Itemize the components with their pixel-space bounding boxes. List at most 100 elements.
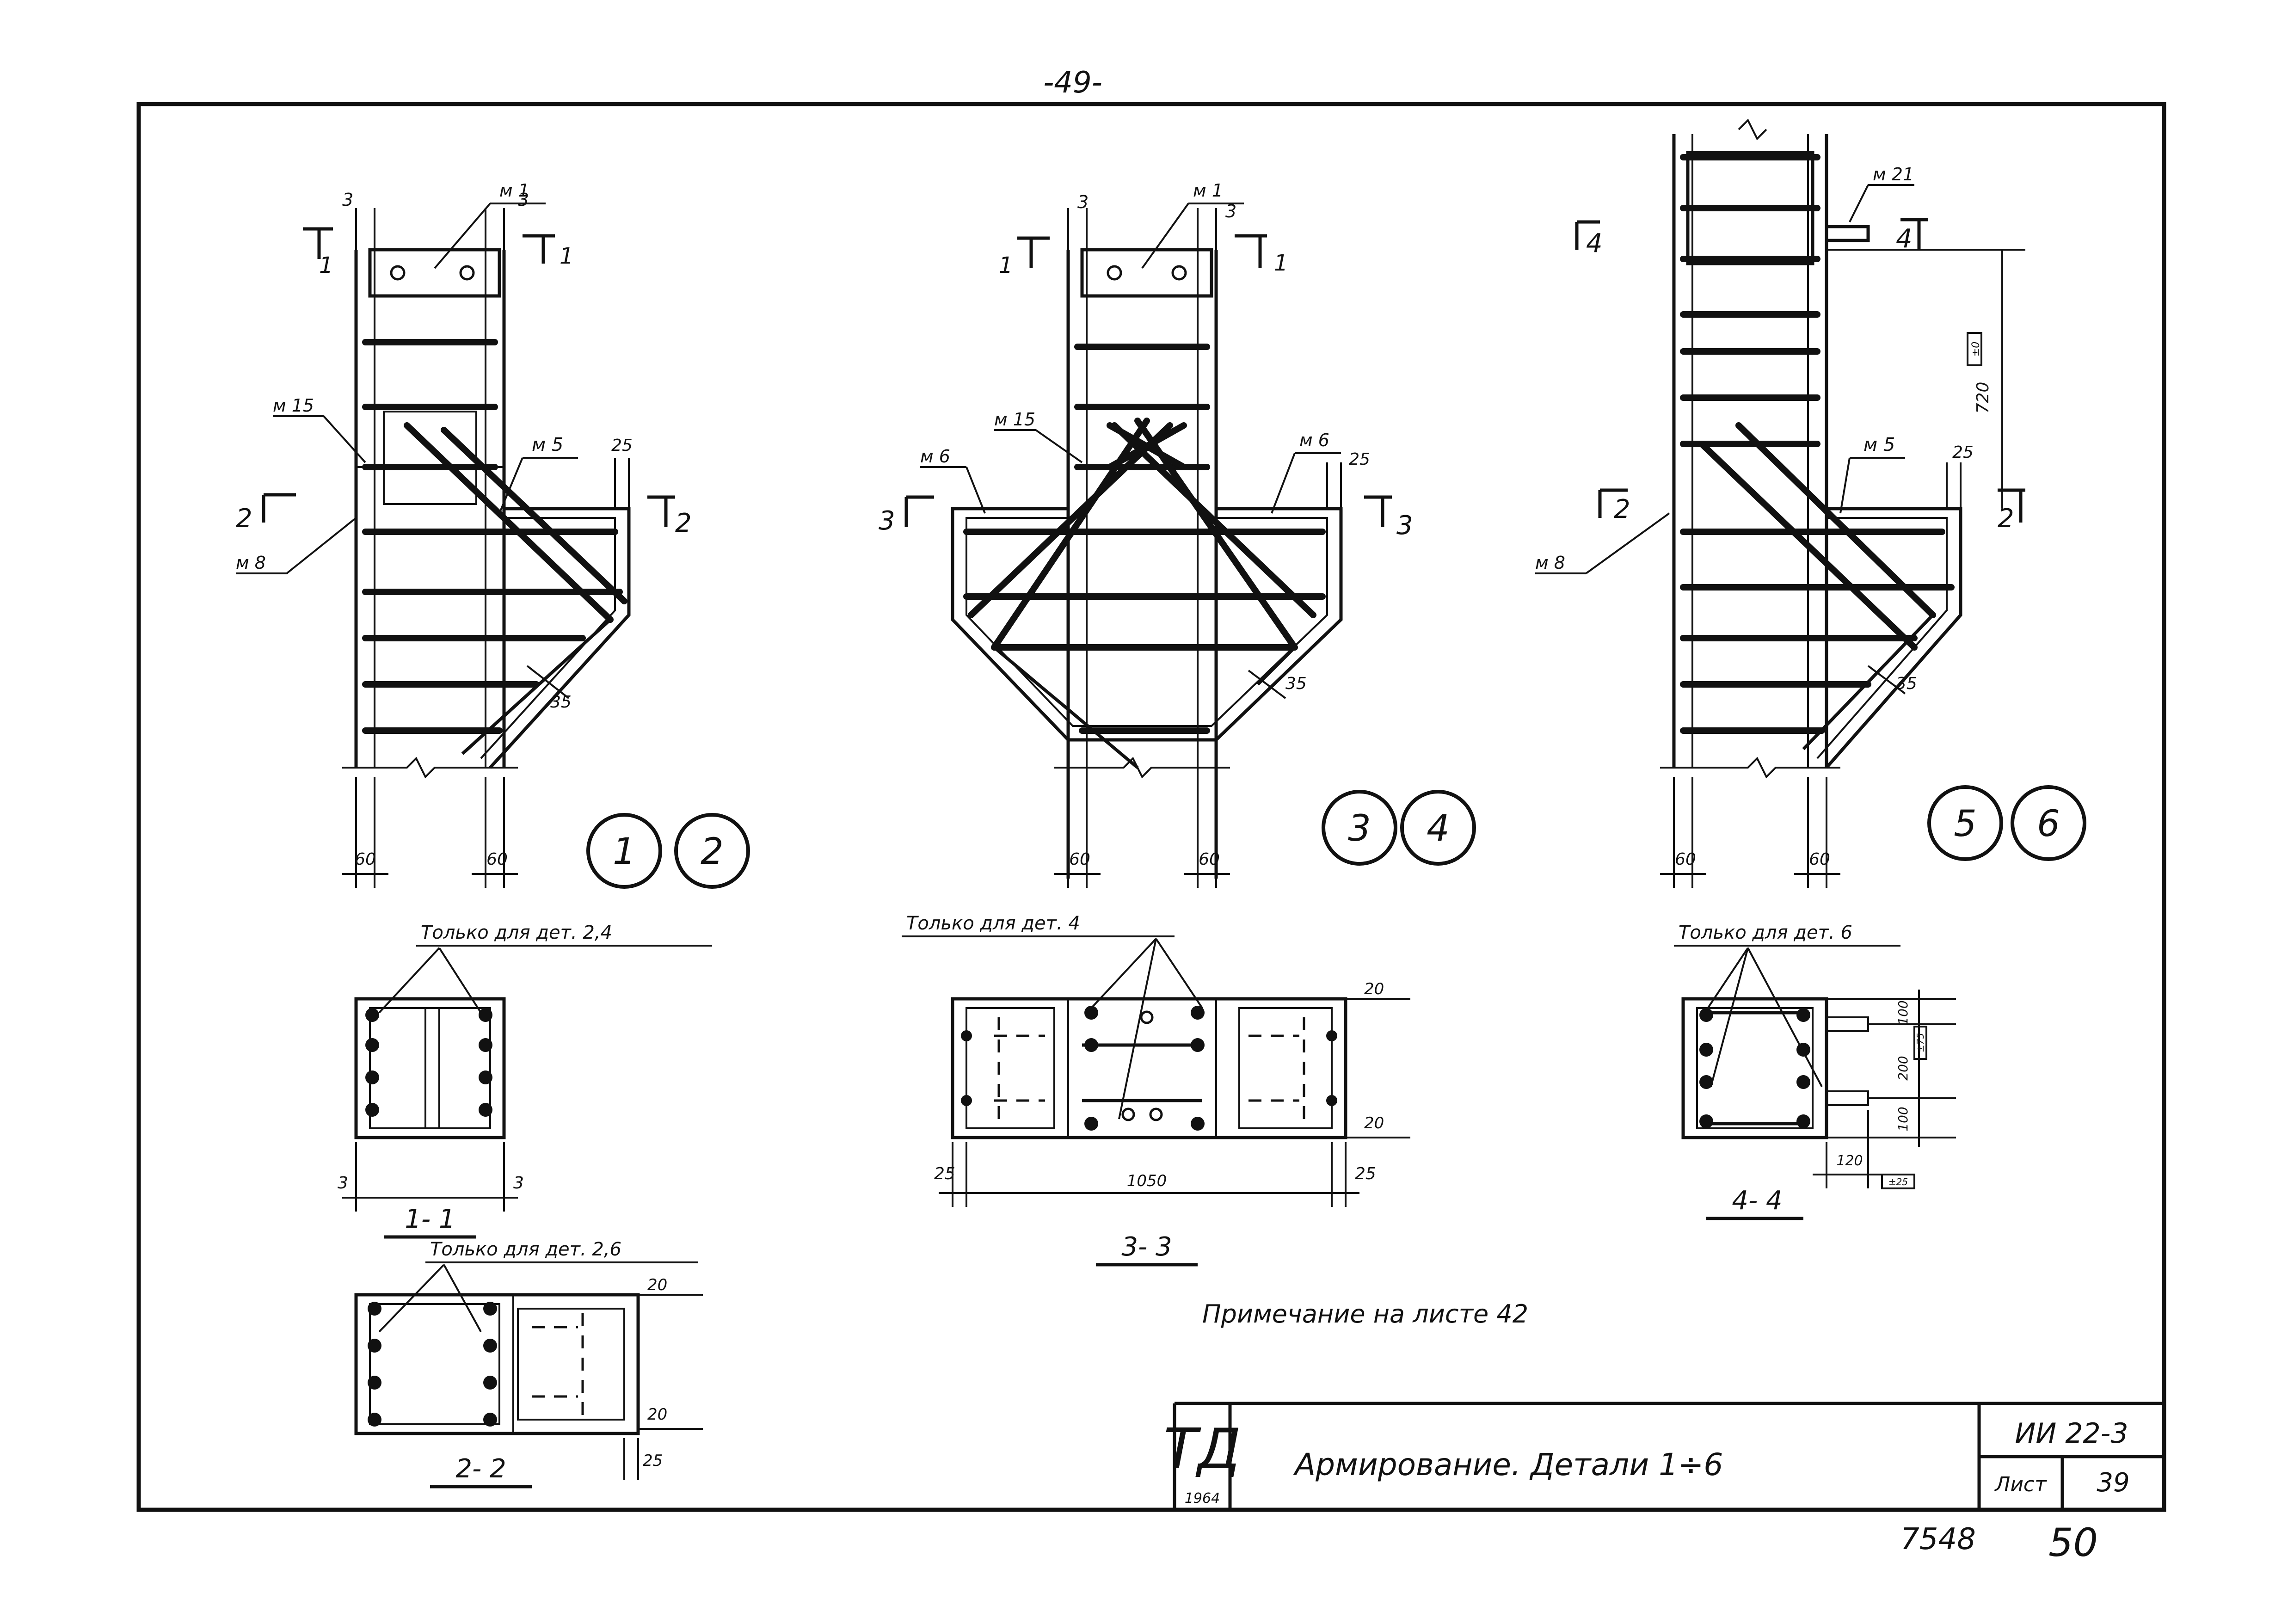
detail-bubble-3 xyxy=(1322,790,1397,866)
detail-number-3: 3 xyxy=(1348,808,1371,849)
detail-number-5: 5 xyxy=(1954,803,1977,845)
detail-bubble-4 xyxy=(1400,790,1476,866)
section-title: 2- 2 xyxy=(455,1454,506,1484)
title-block: ТД 1964 Армирование. Детали 1÷6 ИИ 22-3 … xyxy=(1163,1402,2164,1510)
dim-20-bottom: 20 xyxy=(647,1405,667,1424)
cut-3-left: 3 xyxy=(879,506,895,536)
dim-25-left: 25 xyxy=(934,1164,955,1183)
label-m21: м 21 xyxy=(1873,164,1914,185)
cut-1-right: 1 xyxy=(560,243,574,269)
dim-3-right: 3 xyxy=(518,190,529,210)
dim-3-left: 3 xyxy=(338,1174,348,1193)
dim-60-right: 60 xyxy=(1809,850,1830,869)
section-note: Только для дет. 2,6 xyxy=(430,1239,621,1260)
logo-td: ТД xyxy=(1163,1417,1241,1482)
cut-3-right: 3 xyxy=(1396,511,1413,541)
label-m5: м 5 xyxy=(532,434,563,455)
embedded-plate-m1 xyxy=(1080,248,1213,298)
cut-1-right: 1 xyxy=(1274,250,1288,276)
tag-elevation: ±0 xyxy=(1970,342,1982,357)
dim-25-right: 25 xyxy=(1355,1164,1376,1183)
section-note: Только для дет. 6 xyxy=(1679,922,1852,943)
cut-2-right: 2 xyxy=(675,508,692,538)
label-m8: м 8 xyxy=(1535,553,1565,573)
detail-3-4: 60 60 3 3 м 1 м 15 м 6 м 6 25 35 1 1 3 3… xyxy=(879,180,1476,888)
footer-number-left: 7548 xyxy=(1900,1522,1976,1556)
detail-number-2: 2 xyxy=(701,831,724,873)
dim-25: 25 xyxy=(1952,443,1974,462)
label-m5: м 5 xyxy=(1863,434,1895,455)
page-number-top: -49- xyxy=(1043,66,1102,100)
section-note: Только для дет. 4 xyxy=(906,913,1080,934)
dim-20-top: 20 xyxy=(647,1276,667,1294)
dim-1050: 1050 xyxy=(1127,1172,1167,1190)
note-text: Примечание на листе 42 xyxy=(1202,1299,1528,1329)
dim-60-left: 60 xyxy=(1675,850,1696,869)
dim-20-top: 20 xyxy=(1364,980,1384,998)
label-m1: м 1 xyxy=(499,180,529,201)
dim-25: 25 xyxy=(643,1452,663,1470)
dim-3-left: 3 xyxy=(342,190,353,210)
cut-2-left: 2 xyxy=(236,504,252,534)
dim-100-bottom: 100 xyxy=(1895,1107,1911,1131)
detail-5-6: 60 60 м 21 720 ±0 м 5 м 8 25 35 4 4 2 2 … xyxy=(1535,118,2086,888)
detail-bubble-2 xyxy=(674,813,750,889)
section-3-3: Только для дет. 4 20 20 25 25 1050 3- 3 xyxy=(902,913,1410,1267)
section-title: 4- 4 xyxy=(1732,1186,1782,1216)
dim-200: 200 xyxy=(1895,1056,1911,1080)
dim-25: 25 xyxy=(1349,450,1370,469)
cut-2-left: 2 xyxy=(1614,494,1630,524)
cut-1-left: 1 xyxy=(319,252,333,278)
section-2-2: Только для дет. 2,6 20 20 25 2- 2 xyxy=(354,1239,703,1489)
dim-60-left: 60 xyxy=(355,850,376,869)
dim-120: 120 xyxy=(1836,1153,1863,1169)
dim-35: 35 xyxy=(1285,674,1307,693)
detail-bubble-5 xyxy=(1927,785,2003,861)
corbel-outline xyxy=(951,507,1343,742)
dim-60-left: 60 xyxy=(1069,850,1090,869)
label-m6-left: м 6 xyxy=(920,446,950,467)
section-1-1: Только для дет. 2,4 3 3 1- 1 xyxy=(338,922,712,1239)
label-m15: м 15 xyxy=(273,395,314,416)
section-title: 1- 1 xyxy=(405,1204,455,1234)
detail-number-1: 1 xyxy=(613,831,636,873)
dim-25: 25 xyxy=(611,436,633,455)
dim-100-top: 100 xyxy=(1895,1000,1911,1025)
section-note: Только для дет. 2,4 xyxy=(421,922,612,943)
sheet-number: 39 xyxy=(2097,1468,2129,1498)
dim-3-right: 3 xyxy=(1225,201,1236,221)
sheet-label: Лист xyxy=(1994,1473,2047,1496)
detail-bubble-1 xyxy=(586,813,662,889)
corbel-outline xyxy=(1825,507,1962,769)
cut-1-left: 1 xyxy=(999,252,1013,278)
dim-20-bottom: 20 xyxy=(1364,1114,1384,1132)
dim-3-right: 3 xyxy=(513,1174,524,1193)
dim-720: 720 xyxy=(1974,382,1993,414)
label-m8: м 8 xyxy=(236,553,266,573)
drawing-code: ИИ 22-3 xyxy=(2015,1417,2128,1450)
dim-3-left: 3 xyxy=(1077,192,1089,212)
drawing-frame xyxy=(136,102,2166,1512)
label-m15: м 15 xyxy=(994,409,1035,430)
tag-25: ±25 xyxy=(1888,1176,1908,1187)
section-4-4: Только для дет. 6 100 200 ±75 100 120 ±2… xyxy=(1674,922,1956,1220)
dim-35: 35 xyxy=(1896,674,1917,693)
detail-bubble-6 xyxy=(2011,785,2086,861)
detail-number-4: 4 xyxy=(1427,808,1450,849)
footer-number-right: 50 xyxy=(2048,1520,2098,1565)
dim-60-right: 60 xyxy=(486,850,508,869)
section-title: 3- 3 xyxy=(1121,1232,1172,1262)
cut-2-right: 2 xyxy=(1998,504,2014,534)
embedded-plate-m1 xyxy=(368,248,501,298)
label-m1: м 1 xyxy=(1193,180,1223,201)
drawing-title: Армирование. Детали 1÷6 xyxy=(1293,1447,1723,1483)
label-m6-right: м 6 xyxy=(1299,430,1329,450)
dim-35: 35 xyxy=(550,693,572,712)
cut-4-left: 4 xyxy=(1586,228,1603,258)
detail-number-6: 6 xyxy=(2037,803,2060,845)
logo-year: 1964 xyxy=(1185,1490,1220,1507)
dim-60-right: 60 xyxy=(1199,850,1220,869)
tag-75: ±75 xyxy=(1915,1033,1926,1052)
